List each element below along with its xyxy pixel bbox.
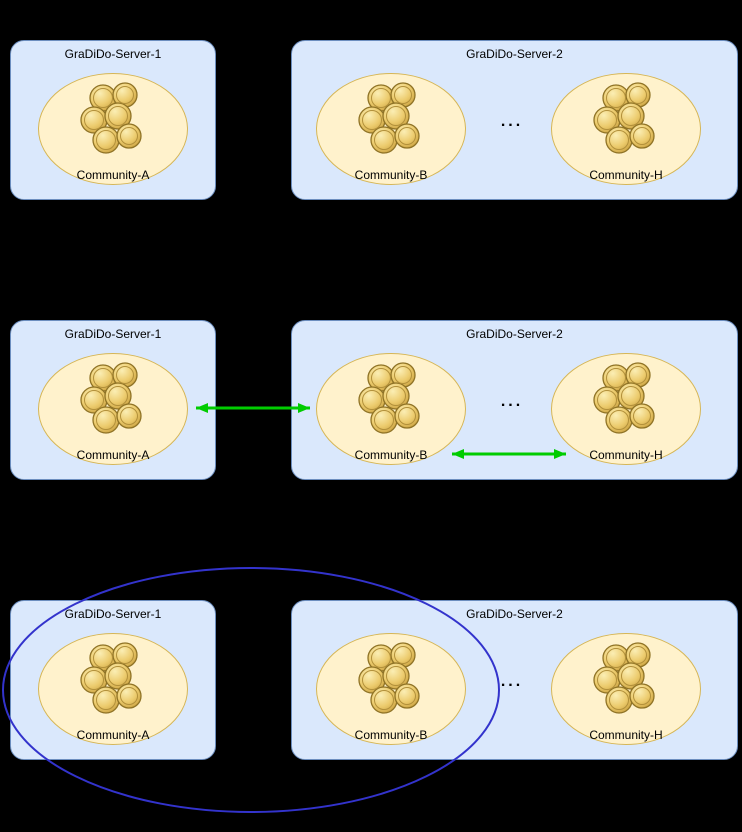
server-title: GraDiDo-Server-1: [64, 607, 162, 621]
community-b-ellipse: Community-B: [316, 73, 466, 185]
gradido-server-1-box: GraDiDo-Server-1 Community-A: [10, 40, 216, 200]
server-title: GraDiDo-Server-2: [466, 607, 563, 621]
ellipsis-text: ...: [500, 113, 524, 130]
gold-coin-cluster-icon: [593, 362, 655, 434]
community-label: Community-B: [354, 448, 428, 462]
community-label: Community-B: [354, 168, 428, 182]
ellipsis-text: ...: [500, 393, 524, 410]
community-label: Community-B: [354, 728, 428, 742]
gradido-server-2-box: GraDiDo-Server-2 Community-B ... Communi…: [291, 40, 738, 200]
community-h-ellipse: Community-H: [551, 633, 701, 745]
ellipsis-text: ...: [500, 673, 524, 690]
community-h-ellipse: Community-H: [551, 353, 701, 465]
gold-coin-cluster-icon: [358, 642, 420, 714]
gradido-server-2-box: GraDiDo-Server-2 Community-B ... Communi…: [291, 600, 738, 760]
server-title: GraDiDo-Server-2: [466, 327, 563, 341]
gold-coin-cluster-icon: [80, 642, 142, 714]
community-a-ellipse: Community-A: [38, 633, 188, 745]
gold-coin-cluster-icon: [80, 82, 142, 154]
gold-coin-cluster-icon: [593, 642, 655, 714]
server-title: GraDiDo-Server-1: [64, 327, 162, 341]
community-label: Community-H: [589, 168, 663, 182]
server-title: GraDiDo-Server-2: [466, 47, 563, 61]
community-b-ellipse: Community-B: [316, 633, 466, 745]
community-label: Community-A: [76, 448, 150, 462]
community-h-ellipse: Community-H: [551, 73, 701, 185]
community-label: Community-A: [76, 728, 150, 742]
community-b-ellipse: Community-B: [316, 353, 466, 465]
community-a-ellipse: Community-A: [38, 353, 188, 465]
gold-coin-cluster-icon: [80, 362, 142, 434]
gold-coin-cluster-icon: [358, 82, 420, 154]
gradido-server-2-box: GraDiDo-Server-2 Community-B ... Communi…: [291, 320, 738, 480]
community-label: Community-H: [589, 728, 663, 742]
gold-coin-cluster-icon: [358, 362, 420, 434]
community-label: Community-H: [589, 448, 663, 462]
server-title: GraDiDo-Server-1: [64, 47, 162, 61]
community-label: Community-A: [76, 168, 150, 182]
gradido-server-1-box: GraDiDo-Server-1 Community-A: [10, 600, 216, 760]
gradido-server-1-box: GraDiDo-Server-1 Community-A: [10, 320, 216, 480]
gold-coin-cluster-icon: [593, 82, 655, 154]
community-a-ellipse: Community-A: [38, 73, 188, 185]
